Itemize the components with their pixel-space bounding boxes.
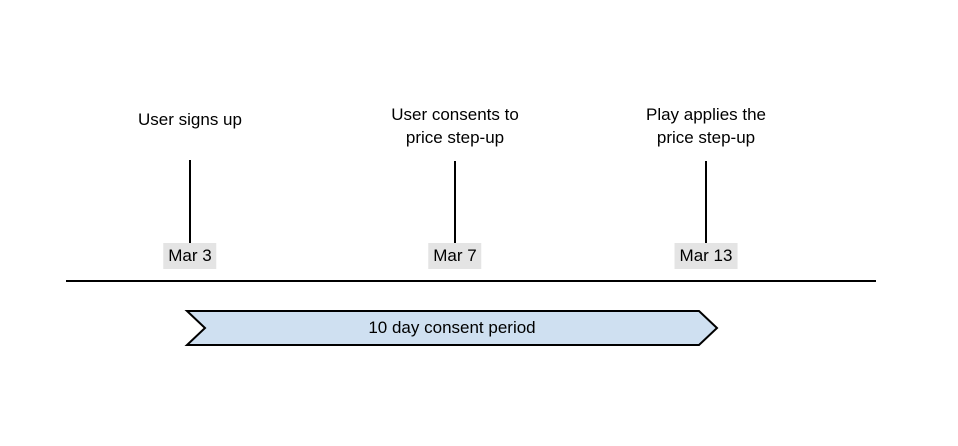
marker-date-user-consents: Mar 7 bbox=[428, 243, 482, 269]
marker-label-line: User signs up bbox=[138, 110, 242, 129]
timeline-axis bbox=[66, 280, 876, 282]
marker-label-line: Play applies the bbox=[645, 105, 767, 124]
consent-period-banner: 10 day consent period bbox=[184, 310, 719, 346]
marker-label-line: price step-up bbox=[656, 128, 756, 147]
marker-stem-user-consents bbox=[454, 161, 456, 243]
marker-label-line: User consents to bbox=[391, 105, 519, 124]
marker-date-play-applies: Mar 13 bbox=[674, 243, 738, 269]
marker-stem-play-applies bbox=[705, 161, 707, 243]
marker-stem-user-signs-up bbox=[189, 160, 191, 243]
marker-date-user-signs-up: Mar 3 bbox=[163, 243, 217, 269]
marker-label-line: price step-up bbox=[405, 128, 505, 147]
marker-label-play-applies: Play applies the price step-up bbox=[646, 103, 766, 149]
marker-label-user-consents: User consents to price step-up bbox=[391, 103, 519, 149]
marker-label-user-signs-up: User signs up bbox=[138, 108, 242, 131]
consent-period-arrow-shape bbox=[184, 310, 719, 346]
